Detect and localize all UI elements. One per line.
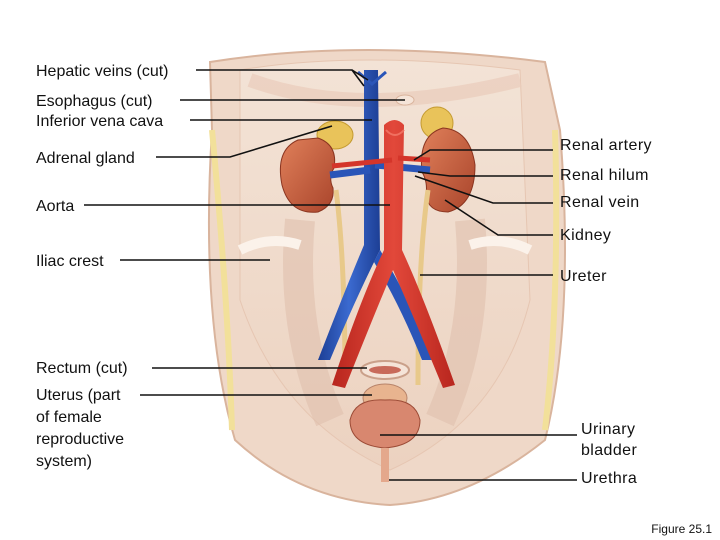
label-kidney: Kidney	[560, 227, 612, 244]
ureter-right	[415, 189, 431, 386]
figure-caption: Figure 25.1	[651, 522, 712, 536]
label-uterus-line2: of female	[36, 409, 102, 426]
label-hepatic-veins: Hepatic veins (cut)	[36, 63, 169, 80]
label-renal-artery: Renal artery	[560, 137, 652, 154]
label-urethra: Urethra	[581, 470, 638, 487]
artery-system	[331, 120, 455, 388]
label-renal-hilum: Renal hilum	[560, 167, 649, 184]
leader-lines	[84, 69, 577, 481]
label-ureter: Ureter	[560, 268, 607, 285]
label-iliac-crest: Iliac crest	[36, 253, 104, 270]
label-aorta: Aorta	[36, 198, 75, 215]
label-bladder-line2: bladder	[581, 442, 638, 459]
label-esophagus: Esophagus (cut)	[36, 93, 153, 110]
label-uterus-line1: Uterus (part	[36, 387, 121, 404]
rectum-lumen	[369, 366, 401, 374]
label-uterus: Uterus (part of female reproductive syst…	[36, 386, 124, 471]
urinary-bladder	[349, 399, 421, 449]
kidney-left	[279, 137, 336, 213]
label-uterus-line3: reproductive	[36, 431, 125, 448]
label-adrenal-gland: Adrenal gland	[36, 150, 135, 167]
label-inferior-vena-cava: Inferior vena cava	[36, 113, 164, 130]
label-bladder-line1: Urinary	[581, 421, 636, 438]
label-rectum: Rectum (cut)	[36, 360, 128, 377]
label-renal-vein: Renal vein	[560, 194, 640, 211]
label-uterus-line4: system)	[36, 453, 92, 470]
